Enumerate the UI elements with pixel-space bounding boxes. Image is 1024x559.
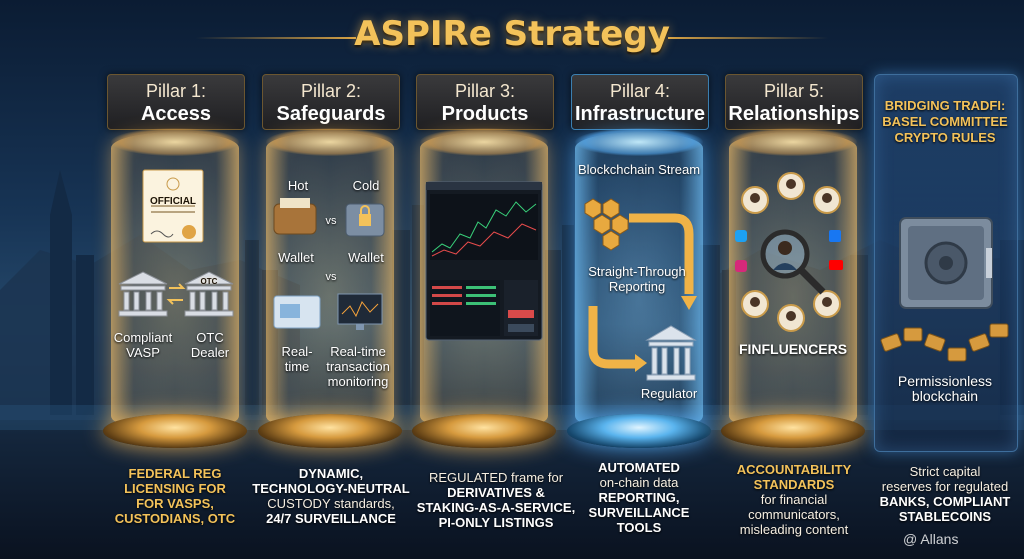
pillar-4-illustration — [584, 198, 697, 381]
pillar-base — [258, 414, 402, 448]
panel-heading: BRIDGING TRADFI: BASEL COMMITTEE CRYPTO … — [878, 98, 1012, 146]
caption-line: STABLECOINS — [898, 509, 992, 524]
panel-heading-line: CRYPTO RULES — [894, 130, 996, 145]
title-rule-right — [668, 37, 828, 39]
pillar-number: Pillar 5: — [763, 81, 825, 101]
caption-line: FEDERAL REG — [128, 466, 222, 481]
pillar-number: Pillar 2: — [300, 81, 362, 101]
watermark: @ Allans — [903, 531, 959, 547]
caption-line: CUSTODIANS, OTC — [114, 511, 236, 526]
permissionless-blockchain-label: Permissionless blockchain — [897, 373, 993, 404]
pillar-3-caption: REGULATED frame for DERIVATIVES & STAKIN… — [410, 470, 582, 530]
realtime-monitoring-label: Real-time transaction monitoring — [326, 344, 390, 389]
caption-line: SURVEILLANCE — [588, 505, 690, 520]
basel-panel: BRIDGING TRADFI: BASEL COMMITTEE CRYPTO … — [874, 74, 1018, 452]
pillar-5-illustration — [735, 172, 843, 332]
pillar-access: Pillar 1: Access OFFICIAL OTC Compliant … — [103, 74, 247, 449]
pillar-products: Pillar 3: Products — [412, 74, 556, 449]
pillar-header: Pillar 4: Infrastructure — [571, 74, 709, 130]
pillar-2-caption: DYNAMIC, TECHNOLOGY-NEUTRAL CUSTODY stan… — [245, 466, 417, 526]
blockchain-stream-label: Blockchchain Stream — [577, 162, 701, 177]
pillar-1-illustration — [118, 169, 234, 317]
wallet-right-label: Wallet — [348, 250, 384, 265]
pillar-name: Infrastructure — [574, 103, 706, 125]
caption-line: FOR VASPS, — [136, 496, 214, 511]
caption-line: Strict capital — [909, 464, 981, 479]
cold-label: Cold — [352, 178, 380, 193]
pillar-base — [567, 414, 711, 448]
caption-line: 24/7 SURVEILLANCE — [266, 511, 396, 526]
caption-line: communicators, — [748, 507, 840, 522]
caption-line: LICENSING FOR — [124, 481, 226, 496]
caption-line: DERIVATIVES & — [447, 485, 545, 500]
caption-line: AUTOMATED — [598, 460, 680, 475]
trading-screen-icon — [425, 181, 543, 341]
pillar-2-illustration — [273, 198, 385, 330]
regulator-label: Regulator — [640, 386, 698, 401]
straight-through-reporting-label: Straight-Through Reporting — [588, 264, 686, 294]
pillar-name: Relationships — [728, 103, 860, 125]
pillar-number: Pillar 1: — [145, 81, 207, 101]
pillar-name: Safeguards — [276, 103, 386, 125]
pillar-name: Products — [441, 103, 529, 125]
pillar-name: Access — [140, 103, 212, 125]
pillar-5-caption: ACCOUNTABILITY STANDARDS for financial c… — [716, 462, 872, 537]
page-title: ASPIRe Strategy — [354, 14, 670, 54]
glass-cylinder — [575, 128, 703, 432]
pillar-4-caption: AUTOMATED on-chain data REPORTING, SURVE… — [574, 460, 704, 535]
caption-line: DYNAMIC, — [298, 466, 364, 481]
pillar-header: Pillar 5: Relationships — [725, 74, 863, 130]
caption-line: for financial — [760, 492, 828, 507]
caption-line: reserves for regulated — [881, 479, 1009, 494]
pillar-number: Pillar 3: — [454, 81, 516, 101]
pillar-header: Pillar 1: Access — [107, 74, 245, 130]
otc-badge: OTC — [200, 277, 218, 286]
caption-line: TOOLS — [616, 520, 662, 535]
hot-label: Hot — [287, 178, 309, 193]
pillar-header: Pillar 3: Products — [416, 74, 554, 130]
vault-safe-icon — [880, 217, 1009, 362]
panel-heading-line: BRIDGING TRADFI: — [884, 98, 1006, 113]
glass-cylinder — [266, 128, 394, 432]
pillar-infrastructure: Pillar 4: Infrastructure Blockchchain St… — [567, 74, 711, 449]
finfluencers-label: FINFLUENCERS — [738, 341, 848, 357]
pillar-base — [412, 414, 556, 448]
title-rule-left — [196, 37, 356, 39]
panel-heading-line: BASEL COMMITTEE — [882, 114, 1008, 129]
caption-line: ACCOUNTABILITY — [736, 462, 852, 477]
pillar-1-caption: FEDERAL REG LICENSING FOR FOR VASPS, CUS… — [100, 466, 250, 526]
caption-line: BANKS, COMPLIANT — [879, 494, 1011, 509]
pillar-base — [103, 414, 247, 448]
vs-label: vs — [325, 271, 337, 283]
caption-line: TECHNOLOGY-NEUTRAL — [252, 481, 410, 496]
caption-line: REGULATED frame for — [428, 470, 564, 485]
wallet-left-label: Wallet — [278, 250, 314, 265]
pillar-base — [721, 414, 865, 448]
official-document-label: OFFICIAL — [149, 196, 197, 207]
caption-line: CUSTODY standards, — [267, 496, 395, 511]
realtime-left-label: Real-time — [281, 344, 313, 374]
otc-dealer-label: OTC Dealer — [190, 330, 230, 360]
caption-line: misleading content — [739, 522, 849, 537]
caption-line: STANDARDS — [753, 477, 835, 492]
pillar-relationships: Pillar 5: Relationships FINFLUENCERS — [721, 74, 865, 449]
caption-line: REPORTING, — [598, 490, 680, 505]
vs-label: vs — [325, 215, 337, 227]
caption-line: PI-ONLY LISTINGS — [438, 515, 554, 530]
caption-line: STAKING-AS-A-SERVICE, — [416, 500, 576, 515]
panel-caption: Strict capital reserves for regulated BA… — [866, 464, 1024, 524]
caption-line: on-chain data — [599, 475, 679, 490]
pillar-header: Pillar 2: Safeguards — [262, 74, 400, 130]
pillar-number: Pillar 4: — [609, 81, 671, 101]
compliant-vasp-label: Compliant VASP — [113, 330, 173, 360]
pillar-safeguards: Pillar 2: Safeguards Hot Cold vs Wallet … — [258, 74, 402, 449]
